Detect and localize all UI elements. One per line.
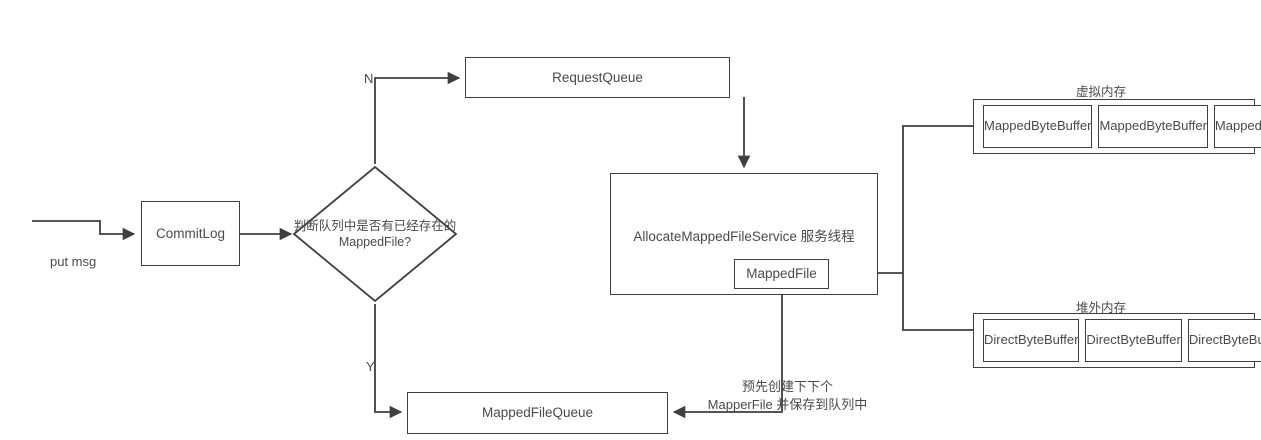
service-label: AllocateMappedFileService 服务线程 bbox=[633, 229, 855, 244]
node-commitlog[interactable]: CommitLog bbox=[141, 201, 240, 266]
group-off-heap-memory: DirectByteBuffer DirectByteBuffer Direct… bbox=[973, 313, 1261, 368]
node-mappedfilequeue[interactable]: MappedFileQueue bbox=[407, 392, 668, 434]
node-requestqueue[interactable]: RequestQueue bbox=[465, 57, 730, 98]
edge-mappedfile-queue bbox=[672, 288, 783, 419]
group-title-virtual-memory: 虚拟内存 bbox=[1076, 85, 1127, 99]
node-mappedbytebuffer[interactable]: MappedByteBuffer bbox=[983, 105, 1093, 148]
node-decision-label: 判断队列中是否有已经存在的 MappedFile? bbox=[293, 218, 457, 249]
node-directbytebuffer[interactable]: DirectByteBuffer bbox=[983, 319, 1080, 362]
precreate-line-2: MapperFile 并保存到队列中 bbox=[707, 396, 868, 412]
node-mappedfile[interactable]: MappedFile bbox=[734, 259, 829, 289]
edge-label-precreate: 预先创建下下个 MapperFile 并保存到队列中 bbox=[700, 378, 875, 413]
node-allocate-mapped-file-service[interactable]: AllocateMappedFileService 服务线程 MappedFil… bbox=[610, 173, 878, 295]
precreate-line-1: 预先创建下下个 bbox=[741, 379, 833, 394]
group-virtual-memory: MappedByteBuffer MappedByteBuffer Mapped… bbox=[973, 99, 1261, 154]
group-title-off-heap-memory: 堆外内存 bbox=[1076, 301, 1127, 315]
edge-decision-y bbox=[374, 304, 403, 419]
node-mappedbytebuffer[interactable]: MappedByteBuffer bbox=[1213, 105, 1261, 148]
edge-label-no: N bbox=[364, 71, 374, 86]
edge-decision-n bbox=[374, 71, 461, 164]
edge-putmsg-commitlog bbox=[32, 220, 136, 241]
edge-label-put-msg: put msg bbox=[50, 254, 97, 269]
edge-memory-bracket bbox=[902, 125, 973, 331]
node-directbytebuffer[interactable]: DirectByteBuffer bbox=[1085, 319, 1182, 362]
edge-label-yes: Y bbox=[366, 359, 375, 374]
node-decision[interactable]: 判断队列中是否有已经存在的 MappedFile? bbox=[291, 164, 459, 304]
node-directbytebuffer[interactable]: DirectByteBuffer bbox=[1187, 319, 1261, 362]
diamond-shape bbox=[292, 165, 458, 303]
node-mappedbytebuffer[interactable]: MappedByteBuffer bbox=[1098, 105, 1208, 148]
